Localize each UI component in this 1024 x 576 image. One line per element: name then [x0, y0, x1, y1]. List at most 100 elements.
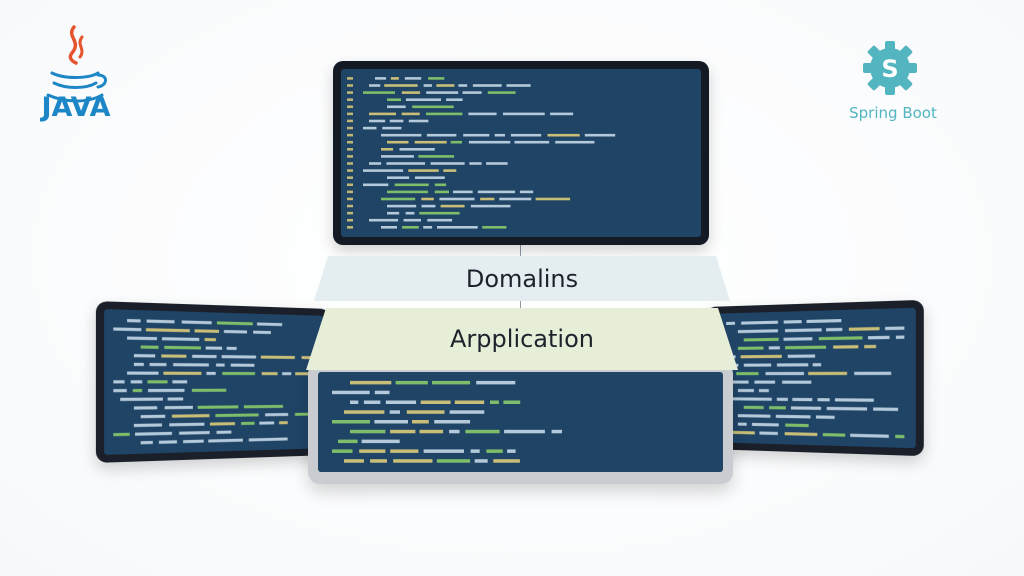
code-token: [785, 328, 822, 332]
line-number: [347, 148, 353, 151]
code-token: [183, 440, 204, 444]
code-token: [738, 423, 747, 426]
code-token: [833, 345, 858, 349]
code-token: [265, 413, 288, 416]
code-token: [381, 198, 415, 201]
line-number: [347, 162, 353, 165]
code-token: [465, 430, 499, 434]
code-token: [241, 422, 255, 425]
code-token: [387, 141, 409, 144]
code-token: [192, 389, 226, 392]
code-token: [427, 219, 452, 222]
code-token: [738, 389, 754, 392]
code-token: [386, 401, 416, 405]
line-number: [347, 77, 353, 80]
code-token: [854, 372, 891, 375]
code-token: [344, 459, 364, 463]
code-token: [785, 424, 808, 428]
code-token: [441, 205, 465, 208]
code-token: [259, 421, 274, 424]
code-token: [390, 410, 400, 414]
application-layer-label: Arpplication: [450, 325, 594, 353]
code-token: [387, 191, 428, 194]
code-token: [216, 363, 225, 366]
code-token: [161, 354, 186, 357]
code-token: [426, 113, 462, 116]
code-token: [363, 169, 403, 172]
code-token: [127, 319, 140, 323]
code-token: [436, 84, 454, 87]
line-number: [347, 98, 353, 101]
code-token: [437, 226, 478, 229]
code-token: [412, 106, 454, 109]
code-token: [463, 91, 482, 94]
code-lines: [341, 69, 701, 237]
code-token: [375, 391, 390, 395]
code-token: [396, 381, 428, 385]
code-token: [776, 415, 811, 419]
code-token: [495, 134, 505, 137]
code-token: [732, 397, 772, 400]
code-token: [816, 415, 835, 418]
code-token: [169, 423, 204, 427]
line-number: [347, 120, 353, 123]
code-token: [222, 372, 255, 375]
code-token: [400, 148, 435, 151]
code-token: [172, 380, 187, 383]
code-token: [504, 430, 545, 434]
code-token: [435, 191, 449, 194]
code-token: [422, 205, 436, 208]
code-token: [490, 401, 499, 405]
code-token: [369, 219, 398, 222]
line-number: [347, 141, 353, 144]
code-token: [244, 405, 283, 408]
code-token: [818, 398, 830, 401]
code-token: [173, 363, 209, 366]
code-token: [421, 401, 451, 405]
code-token: [469, 162, 481, 165]
code-token: [468, 113, 496, 116]
code-token: [499, 198, 531, 201]
code-token: [168, 397, 184, 400]
line-number: [347, 205, 353, 208]
code-token: [520, 191, 533, 194]
code-token: [206, 346, 222, 349]
line-number: [347, 91, 353, 94]
code-token: [217, 321, 253, 325]
line-number: [347, 183, 353, 186]
code-token: [148, 380, 168, 383]
code-token: [408, 169, 438, 172]
code-token: [849, 327, 880, 331]
domains-layer-label: Domalins: [466, 265, 578, 293]
code-token: [873, 407, 898, 411]
code-token: [384, 84, 417, 87]
code-token: [503, 401, 520, 405]
code-token: [835, 398, 874, 402]
code-token: [406, 98, 441, 101]
code-token: [424, 449, 464, 453]
code-token: [827, 407, 867, 411]
code-token: [141, 415, 166, 419]
code-token: [792, 398, 812, 401]
code-token: [471, 205, 511, 208]
code-token: [503, 113, 545, 116]
code-token: [759, 389, 769, 392]
code-token: [455, 401, 484, 405]
code-token: [769, 406, 786, 409]
code-token: [488, 91, 516, 94]
code-token: [395, 184, 429, 187]
top-monitor: [333, 61, 709, 245]
java-logo-label: JAVA: [38, 92, 114, 123]
code-token: [446, 98, 463, 101]
code-token: [148, 389, 184, 392]
code-token: [369, 84, 380, 87]
code-token: [344, 410, 384, 414]
code-token: [363, 91, 395, 94]
code-token: [134, 354, 155, 357]
code-token: [415, 141, 447, 144]
code-token: [206, 372, 215, 375]
line-number: [347, 191, 353, 194]
code-token: [350, 381, 391, 385]
code-token: [381, 226, 397, 229]
